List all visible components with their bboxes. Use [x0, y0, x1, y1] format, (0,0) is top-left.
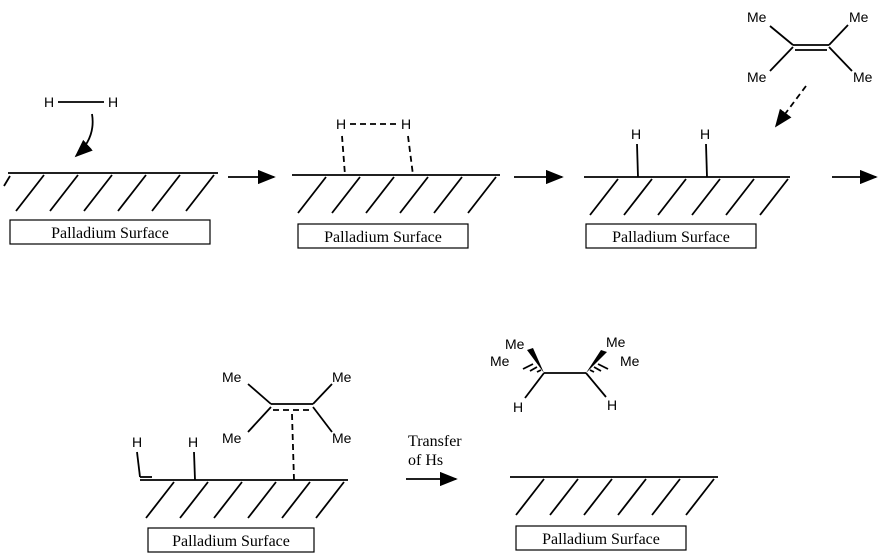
- h-atom: H: [336, 116, 346, 132]
- methyl-group: Me: [747, 69, 767, 85]
- approach-arrow: [74, 113, 94, 158]
- c-h-bond: [585, 372, 607, 398]
- methyl-group: Me: [490, 353, 510, 369]
- tetramethylethane-product: Me Me Me Me H H: [490, 334, 640, 415]
- stage-1: H H Palladium Surface: [3, 94, 218, 245]
- wedge-bond: [586, 350, 607, 373]
- stage-5: Me Me Me Me H H: [490, 334, 718, 551]
- stage-4: H H Me Me Me Me Palladium Surf: [132, 369, 352, 553]
- c-me-bond: [312, 406, 333, 433]
- h-atom: H: [132, 434, 142, 450]
- c-me-bond: [312, 383, 333, 405]
- alkene-pd-partial-bond: [291, 413, 295, 481]
- methyl-group: Me: [332, 369, 352, 385]
- transfer-label-line2: of Hs: [408, 452, 443, 469]
- h-atom: H: [607, 397, 617, 413]
- h-pd-bond: [705, 143, 708, 178]
- hash-bond: [589, 363, 609, 373]
- surface-label-box: [585, 223, 757, 249]
- surface-label: Palladium Surface: [612, 229, 730, 246]
- c-me-bond: [247, 406, 272, 433]
- methyl-group: Me: [620, 353, 640, 369]
- h-atom: H: [700, 126, 710, 142]
- surface-label-box: [9, 219, 211, 245]
- methyl-group: Me: [332, 430, 352, 446]
- methyl-group: Me: [747, 9, 767, 25]
- surface-label-box: [297, 223, 469, 249]
- h-atom: H: [108, 94, 118, 110]
- surface-hatch: [145, 481, 345, 519]
- surface-hatch: [297, 176, 497, 214]
- c-h-bond: [524, 372, 545, 399]
- h-pd-bond: [636, 143, 639, 178]
- surface-hatch: [3, 174, 215, 212]
- surface-label-box: [515, 525, 687, 551]
- methyl-group: Me: [505, 336, 525, 352]
- surface-label: Palladium Surface: [542, 531, 660, 548]
- h-atom: H: [44, 94, 54, 110]
- adsorbed-alkene: Me Me Me Me: [222, 369, 352, 481]
- h-pd-bond: [136, 451, 141, 478]
- methyl-group: Me: [606, 334, 626, 350]
- wedge-bond: [527, 348, 544, 373]
- methyl-group: Me: [222, 369, 242, 385]
- hash-bond: [522, 363, 542, 373]
- c-me-bond: [769, 46, 794, 72]
- surface-hatch: [515, 478, 715, 516]
- h-pd-partial-bond: [407, 135, 414, 176]
- c-me-bond: [769, 25, 794, 46]
- h-pd-partial-bond: [341, 135, 346, 176]
- h-pd-bond: [193, 451, 196, 481]
- h-atom: H: [513, 399, 523, 415]
- approach-arrow: [774, 85, 807, 128]
- h-atom: H: [401, 116, 411, 132]
- h-atom: H: [188, 434, 198, 450]
- methyl-group: Me: [849, 9, 869, 25]
- surface-label: Palladium Surface: [324, 229, 442, 246]
- methyl-group: Me: [853, 69, 873, 85]
- h-atom: H: [631, 126, 641, 142]
- stage-3: H H Palladium Surface Me Me Me Me: [584, 9, 873, 249]
- c-me-bond: [828, 46, 853, 72]
- surface-label: Palladium Surface: [172, 533, 290, 550]
- tetramethylethylene: Me Me Me Me: [747, 9, 873, 85]
- c-me-bond: [247, 383, 272, 405]
- surface-label: Palladium Surface: [51, 225, 169, 242]
- surface-label-box: [147, 527, 315, 553]
- surface-hatch: [589, 178, 789, 216]
- stage-2: H H Palladium Surface: [292, 116, 500, 249]
- methyl-group: Me: [222, 430, 242, 446]
- transfer-label-line1: Transfer: [408, 433, 462, 450]
- c-me-bond: [828, 24, 849, 46]
